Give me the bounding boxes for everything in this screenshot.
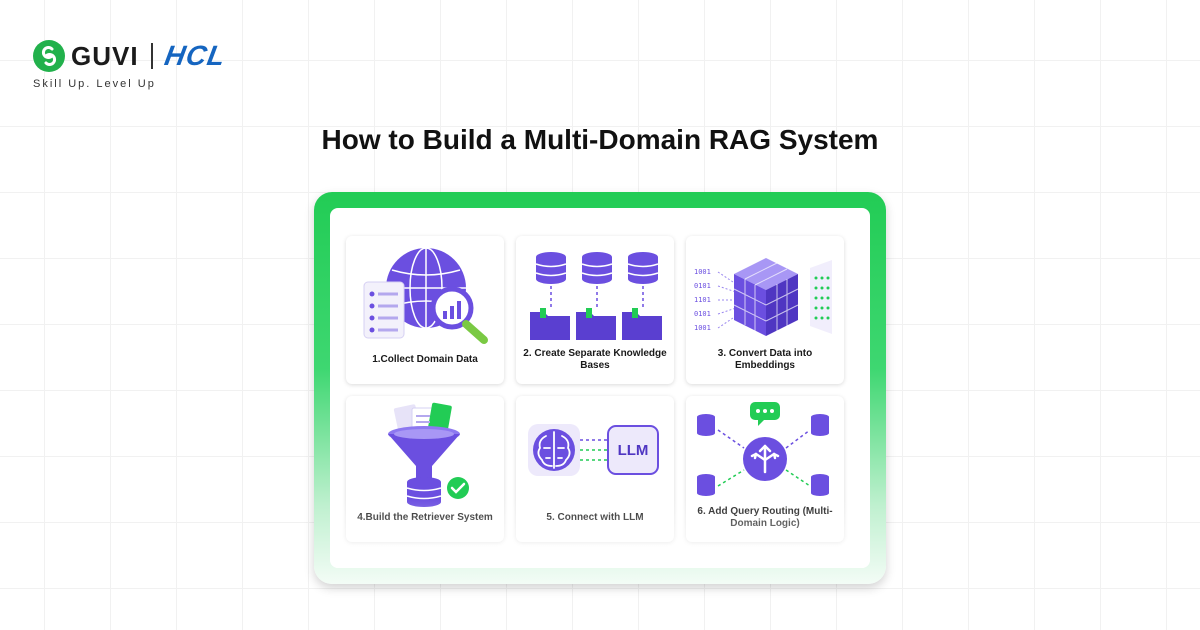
database-folders-icon: [530, 252, 662, 340]
step-card-3: 1001 0101 1101 0101 1001: [686, 236, 844, 384]
step-label-4: 4.Build the Retriever System: [357, 512, 493, 523]
step-card-4: 4.Build the Retriever System: [346, 396, 504, 542]
svg-text:1001: 1001: [694, 324, 711, 332]
svg-text:0101: 0101: [694, 310, 711, 318]
step-label-5: 5. Connect with LLM: [546, 512, 644, 523]
funnel-database-icon: [388, 402, 469, 507]
step-label-1: 1.Collect Domain Data: [372, 354, 478, 365]
llm-badge: LLM: [617, 441, 649, 459]
svg-text:0101: 0101: [694, 282, 711, 290]
router-icon: [697, 402, 829, 496]
step-card-2: 2. Create Separate Knowledge Bases: [516, 236, 674, 384]
svg-text:1001: 1001: [694, 268, 711, 276]
globe-search-icon: [363, 247, 488, 344]
diagram-panel: 1.Collect Domain Data: [330, 208, 870, 568]
svg-text:1101: 1101: [694, 296, 711, 304]
page-title: How to Build a Multi-Domain RAG System: [321, 124, 879, 155]
guvi-wordmark: GUVI: [71, 40, 139, 71]
diagram-frame: 1.Collect Domain Data: [314, 192, 886, 584]
step-card-6: 6. Add Query Routing (Multi-Domain Logic…: [686, 396, 844, 542]
brain-llm-icon: [528, 424, 659, 476]
hcl-logo: HCL: [161, 40, 228, 71]
step-card-5: LLM 5. Connect with LLM: [516, 396, 674, 542]
cube-embedding-icon: 1001 0101 1101 0101 1001: [694, 258, 832, 336]
step-label-6: 6. Add Query Routing (Multi-Domain Logic…: [697, 506, 833, 529]
step-label-2: 2. Create Separate Knowledge Bases: [523, 348, 667, 371]
brand-header: GUVI HCL Skill Up. Level Up: [33, 40, 228, 90]
step-label-3: 3. Convert Data into Embeddings: [717, 348, 813, 371]
tagline: Skill Up. Level Up: [33, 78, 156, 90]
brand-divider: [150, 43, 153, 69]
step-card-1: 1.Collect Domain Data: [346, 236, 504, 384]
guvi-logo-icon: [33, 40, 65, 72]
